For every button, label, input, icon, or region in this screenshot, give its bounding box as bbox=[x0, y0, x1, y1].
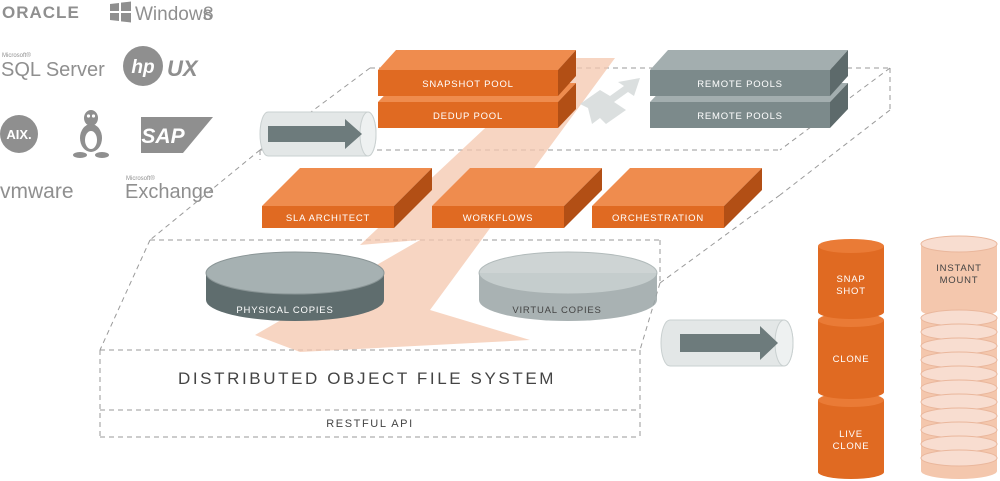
physical-copies-label: PHYSICAL COPIES bbox=[236, 305, 333, 316]
workflows-box: WORKFLOWS bbox=[432, 168, 602, 228]
input-arrow-icon bbox=[268, 119, 362, 149]
logo-hp-ux: hp UX bbox=[123, 46, 199, 86]
virtual-copies-label: VIRTUAL COPIES bbox=[512, 305, 601, 316]
clone-cylinder: CLONE bbox=[818, 313, 884, 399]
remote-pool-box-top: REMOTE POOLS bbox=[650, 50, 848, 96]
logo-oracle: ORACLE bbox=[2, 3, 80, 22]
snapshot-pool-label: SNAPSHOT POOL bbox=[422, 79, 514, 90]
aix-logo-text: AIX. bbox=[6, 127, 31, 142]
sap-shape-icon bbox=[141, 117, 213, 153]
ux-logo-text: UX bbox=[167, 56, 199, 81]
live-clone-line2: CLONE bbox=[833, 441, 870, 452]
physical-copies-disk: PHYSICAL COPIES bbox=[205, 251, 385, 321]
vmware-logo-text: vmware bbox=[0, 180, 74, 203]
replication-cross-icon bbox=[580, 78, 640, 124]
snapshot-pool-box: SNAPSHOT POOL bbox=[378, 50, 576, 96]
orange-cylinder-stack: LIVE CLONE CLONE SNAP SHOT bbox=[818, 239, 884, 479]
logo-exchange: Microsoft® Exchange bbox=[125, 175, 214, 203]
logo-windows8: Windows 8 bbox=[110, 1, 214, 25]
virtual-copies-disk: VIRTUAL COPIES bbox=[478, 251, 658, 321]
sql-server-logo-text: SQL Server bbox=[1, 59, 105, 81]
logo-vmware: vmware bbox=[0, 180, 74, 203]
windows-logo-text: Windows bbox=[135, 4, 212, 25]
linux-tux-icon bbox=[73, 110, 109, 158]
restful-api-label: RESTFUL API bbox=[326, 418, 414, 430]
snapshot-cylinder: SNAP SHOT bbox=[818, 239, 884, 319]
instant-mount-line2: MOUNT bbox=[940, 275, 979, 286]
hp-circle-icon bbox=[123, 46, 163, 86]
workflows-label: WORKFLOWS bbox=[463, 213, 534, 224]
windows-icon bbox=[110, 1, 131, 23]
remote-pools-bottom-label: REMOTE POOLS bbox=[697, 111, 783, 122]
output-arrow-icon bbox=[680, 326, 778, 360]
snapshot-line1: SNAP bbox=[836, 274, 865, 285]
logo-sap: SAP bbox=[141, 117, 213, 153]
output-arrow bbox=[660, 319, 794, 367]
oracle-logo-text: ORACLE bbox=[2, 3, 80, 22]
clone-label: CLONE bbox=[833, 354, 870, 365]
sap-logo-text: SAP bbox=[141, 125, 185, 148]
exchange-microsoft-text: Microsoft® bbox=[126, 175, 155, 182]
hp-logo-text: hp bbox=[131, 57, 154, 78]
dedup-pool-label: DEDUP POOL bbox=[433, 111, 503, 122]
sql-microsoft-text: Microsoft® bbox=[2, 52, 31, 59]
logo-aix: AIX. bbox=[0, 115, 38, 153]
live-clone-line1: LIVE bbox=[839, 429, 863, 440]
dofs-label: DISTRIBUTED OBJECT FILE SYSTEM bbox=[178, 369, 556, 388]
instant-mount-stack: INSTANT MOUNT bbox=[920, 235, 998, 479]
logo-sql-server: Microsoft® SQL Server bbox=[1, 52, 105, 81]
input-arrow bbox=[259, 111, 377, 157]
instant-mount-slice bbox=[920, 449, 998, 479]
exchange-logo-text: Exchange bbox=[125, 181, 214, 203]
snapshot-line2: SHOT bbox=[836, 286, 866, 297]
live-clone-cylinder: LIVE CLONE bbox=[818, 393, 884, 479]
sla-architect-label: SLA ARCHITECT bbox=[286, 213, 370, 224]
aix-circle-icon bbox=[0, 115, 38, 153]
instant-mount-line1: INSTANT bbox=[936, 263, 982, 274]
orchestration-box: ORCHESTRATION bbox=[592, 168, 762, 228]
sla-architect-box: SLA ARCHITECT bbox=[262, 168, 432, 228]
windows-version-text: 8 bbox=[203, 4, 214, 25]
instant-mount-cylinder: INSTANT MOUNT bbox=[920, 235, 998, 318]
remote-pools-top-label: REMOTE POOLS bbox=[697, 79, 783, 90]
orchestration-label: ORCHESTRATION bbox=[612, 213, 704, 224]
